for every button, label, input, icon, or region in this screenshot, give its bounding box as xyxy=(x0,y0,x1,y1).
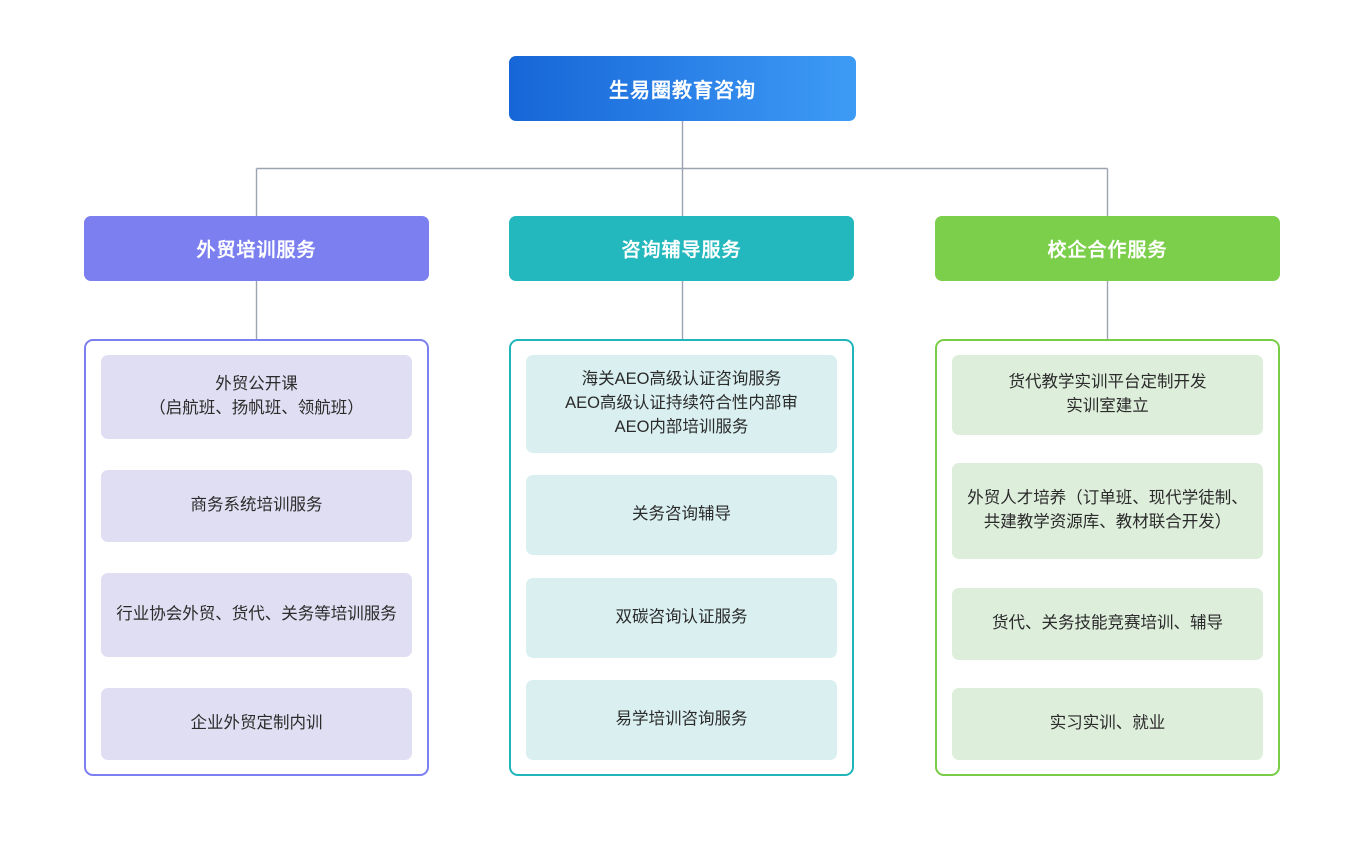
root-node[interactable]: 生易圈教育咨询 xyxy=(509,56,856,121)
leaf-card[interactable]: 关务咨询辅导 xyxy=(526,475,837,556)
branch-header-waimao-peixun[interactable]: 外贸培训服务 xyxy=(84,216,429,281)
leaf-card[interactable]: 外贸公开课 （启航班、扬帆班、领航班） xyxy=(101,355,412,439)
leaf-card[interactable]: 海关AEO高级认证咨询服务 AEO高级认证持续符合性内部审 AEO内部培训服务 xyxy=(526,355,837,453)
leaf-card[interactable]: 行业协会外贸、货代、关务等培训服务 xyxy=(101,573,412,657)
leaf-card[interactable]: 企业外贸定制内训 xyxy=(101,688,412,760)
leaf-card[interactable]: 货代、关务技能竞赛培训、辅导 xyxy=(952,587,1263,660)
branch-header-xiaoqi-hezuo[interactable]: 校企合作服务 xyxy=(935,216,1280,281)
leaf-card[interactable]: 商务系统培训服务 xyxy=(101,470,412,542)
branch-header-zixun-fudao[interactable]: 咨询辅导服务 xyxy=(509,216,854,281)
branch-container-waimao-peixun: 外贸公开课 （启航班、扬帆班、领航班） 商务系统培训服务 行业协会外贸、货代、关… xyxy=(84,339,429,776)
branch-container-xiaoqi-hezuo: 货代教学实训平台定制开发 实训室建立 外贸人才培养（订单班、现代学徒制、共建教学… xyxy=(935,339,1280,776)
leaf-card[interactable]: 货代教学实训平台定制开发 实训室建立 xyxy=(952,355,1263,435)
leaf-card[interactable]: 实习实训、就业 xyxy=(952,687,1263,760)
branch-container-zixun-fudao: 海关AEO高级认证咨询服务 AEO高级认证持续符合性内部审 AEO内部培训服务 … xyxy=(509,339,854,776)
leaf-card[interactable]: 双碳咨询认证服务 xyxy=(526,577,837,658)
leaf-card[interactable]: 外贸人才培养（订单班、现代学徒制、共建教学资源库、教材联合开发） xyxy=(952,463,1263,560)
leaf-card[interactable]: 易学培训咨询服务 xyxy=(526,679,837,760)
